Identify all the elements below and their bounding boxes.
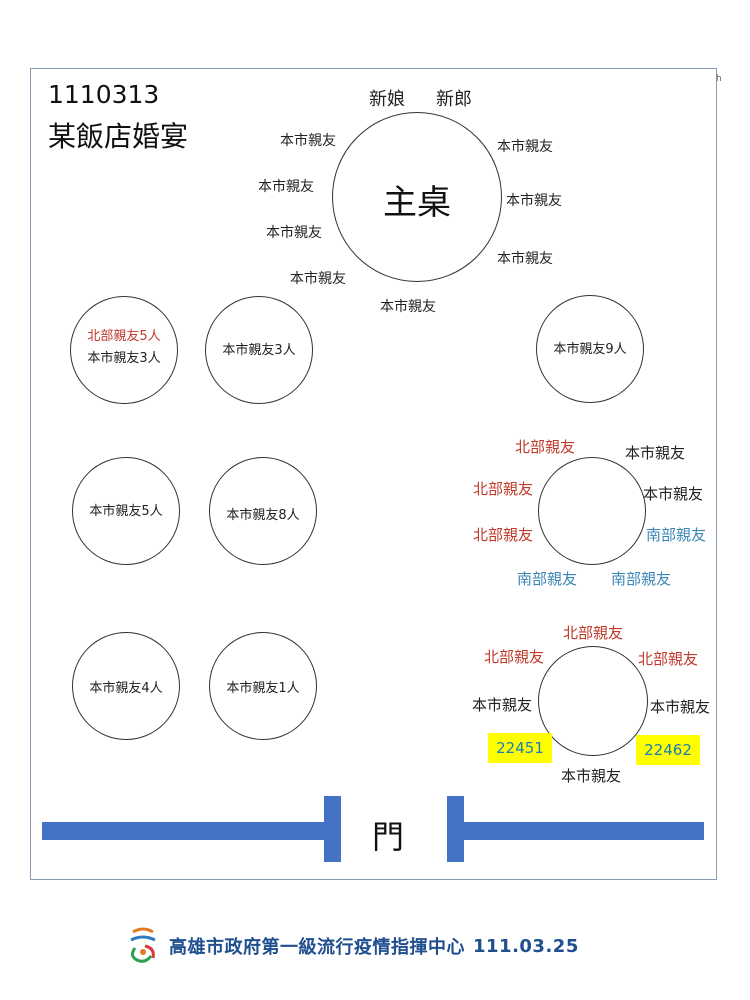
kaohsiung-logo-icon — [130, 927, 156, 963]
main-guest-seat: 本市親友 — [380, 299, 436, 315]
table-city-5: 本市親友5人 — [72, 457, 180, 565]
table-line: 本市親友1人 — [226, 681, 300, 696]
bride-label: 新娘 — [369, 89, 405, 110]
east1-seat: 本市親友 — [625, 444, 686, 462]
wall-right — [464, 822, 704, 840]
east2-seat: 北部親友 — [484, 648, 545, 666]
case-number-highlight: 22462 — [636, 735, 700, 765]
table-line: 本市親友5人 — [89, 504, 163, 519]
table-line: 本市親友4人 — [89, 681, 163, 696]
door-frame-left — [324, 796, 341, 862]
table-line: 本市親友3人 — [222, 343, 296, 358]
east1-seat: 本市親友 — [643, 485, 704, 503]
east2-seat: 北部親友 — [563, 624, 624, 642]
table-north-city: 北部親友5人 本市親友3人 — [70, 296, 178, 404]
table-city-8: 本市親友8人 — [209, 457, 317, 565]
east1-seat: 北部親友 — [515, 438, 576, 456]
case-code: 1110313 — [48, 80, 160, 109]
main-table: 主桌 — [332, 112, 502, 282]
door-frame-right — [447, 796, 464, 862]
east2-seat: 本市親友 — [561, 767, 622, 785]
east2-seat: 北部親友 — [638, 650, 699, 668]
east1-seat: 北部親友 — [473, 480, 534, 498]
footer-date: 111.03.25 — [473, 935, 579, 957]
main-table-label: 主桌 — [383, 183, 451, 223]
table-east-2 — [538, 646, 648, 756]
east1-seat: 南部親友 — [646, 526, 707, 544]
floor-plan-frame — [30, 68, 717, 880]
case-number-highlight: 22451 — [488, 733, 552, 763]
east1-seat: 南部親友 — [517, 570, 578, 588]
table-line: 本市親友8人 — [226, 508, 300, 523]
corner-mark: h — [716, 74, 722, 84]
main-guest-seat: 本市親友 — [266, 225, 322, 241]
table-line: 北部親友5人 — [87, 329, 161, 344]
main-guest-seat: 本市親友 — [290, 271, 346, 287]
groom-label: 新郎 — [436, 89, 472, 110]
table-line: 本市親友9人 — [553, 342, 627, 357]
main-guest-seat: 本市親友 — [258, 179, 314, 195]
east1-seat: 南部親友 — [611, 570, 672, 588]
east2-seat: 本市親友 — [650, 698, 711, 716]
footer-org: 高雄市政府第一級流行疫情指揮中心 — [169, 937, 465, 958]
main-guest-seat: 本市親友 — [497, 139, 553, 155]
table-city-3: 本市親友3人 — [205, 296, 313, 404]
east2-seat: 本市親友 — [472, 696, 533, 714]
door-label: 門 — [372, 818, 405, 856]
east1-seat: 北部親友 — [473, 526, 534, 544]
main-guest-seat: 本市親友 — [280, 133, 336, 149]
table-city-9: 本市親友9人 — [536, 295, 644, 403]
main-guest-seat: 本市親友 — [506, 193, 562, 209]
table-east-1 — [538, 457, 646, 565]
main-guest-seat: 本市親友 — [497, 251, 553, 267]
wall-left — [42, 822, 324, 840]
venue-title: 某飯店婚宴 — [48, 120, 189, 153]
table-city-1: 本市親友1人 — [209, 632, 317, 740]
footer: 高雄市政府第一級流行疫情指揮中心 111.03.25 — [125, 926, 579, 966]
table-city-4: 本市親友4人 — [72, 632, 180, 740]
table-line: 本市親友3人 — [87, 351, 161, 366]
